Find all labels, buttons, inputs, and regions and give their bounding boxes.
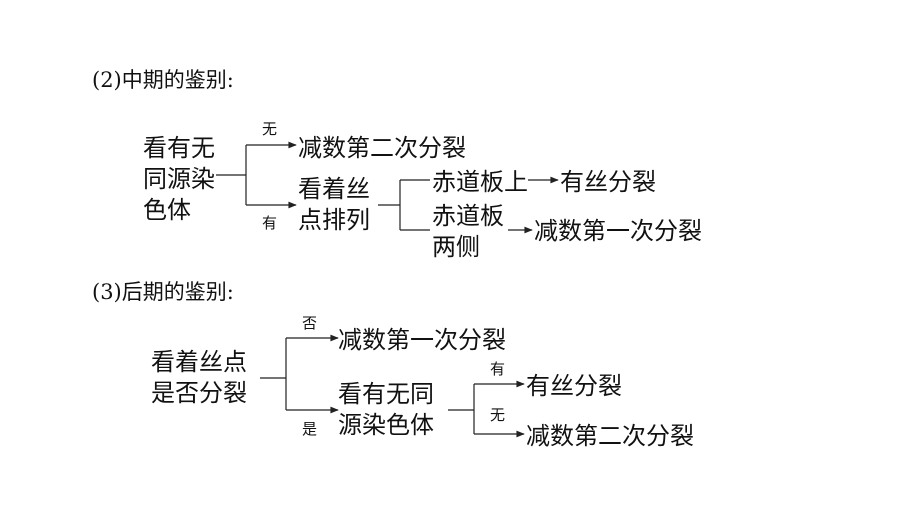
- late-section-heading: (3)后期的鉴别:: [92, 280, 234, 304]
- late-edge-label-none: 无: [490, 406, 506, 424]
- late-root-node: 看着丝点 是否分裂: [151, 347, 263, 409]
- mid-branch-bottom-line1: 赤道板: [432, 202, 504, 230]
- mid-result-top: 有丝分裂: [560, 168, 656, 196]
- late-edge-label-yes: 是: [302, 420, 318, 438]
- mid-result-none: 减数第二次分裂: [298, 134, 466, 162]
- mid-middle-line2: 点排列: [298, 206, 370, 234]
- late-middle-line1: 看有无同: [338, 380, 434, 408]
- mid-root-line3: 色体: [143, 196, 191, 224]
- late-middle-line2: 源染色体: [338, 411, 434, 439]
- mid-root-line2: 同源染: [143, 165, 215, 193]
- mid-branch-top: 赤道板上: [432, 168, 528, 196]
- late-root-line2: 是否分裂: [151, 379, 247, 407]
- mid-branch-bottom: 赤道板 两侧: [432, 201, 512, 263]
- mid-root-line1: 看有无: [143, 134, 215, 162]
- mid-edge-label-none: 无: [262, 120, 278, 138]
- mid-section-heading: (2)中期的鉴别:: [92, 68, 234, 92]
- late-result-have: 有丝分裂: [526, 372, 622, 400]
- late-middle-node: 看有无同 源染色体: [338, 379, 450, 441]
- mid-root-node: 看有无 同源染 色体: [143, 133, 223, 226]
- late-edge-label-have: 有: [490, 360, 506, 378]
- late-edge-label-no: 否: [302, 314, 318, 332]
- mid-middle-line1: 看着丝: [298, 175, 370, 203]
- mid-edge-label-have: 有: [262, 214, 278, 232]
- late-result-no: 减数第一次分裂: [338, 326, 506, 354]
- late-root-line1: 看着丝点: [151, 348, 247, 376]
- late-result-none: 减数第二次分裂: [526, 422, 694, 450]
- mid-middle-node: 看着丝 点排列: [298, 174, 380, 236]
- mid-result-bottom: 减数第一次分裂: [534, 217, 702, 245]
- mid-branch-bottom-line2: 两侧: [432, 233, 480, 261]
